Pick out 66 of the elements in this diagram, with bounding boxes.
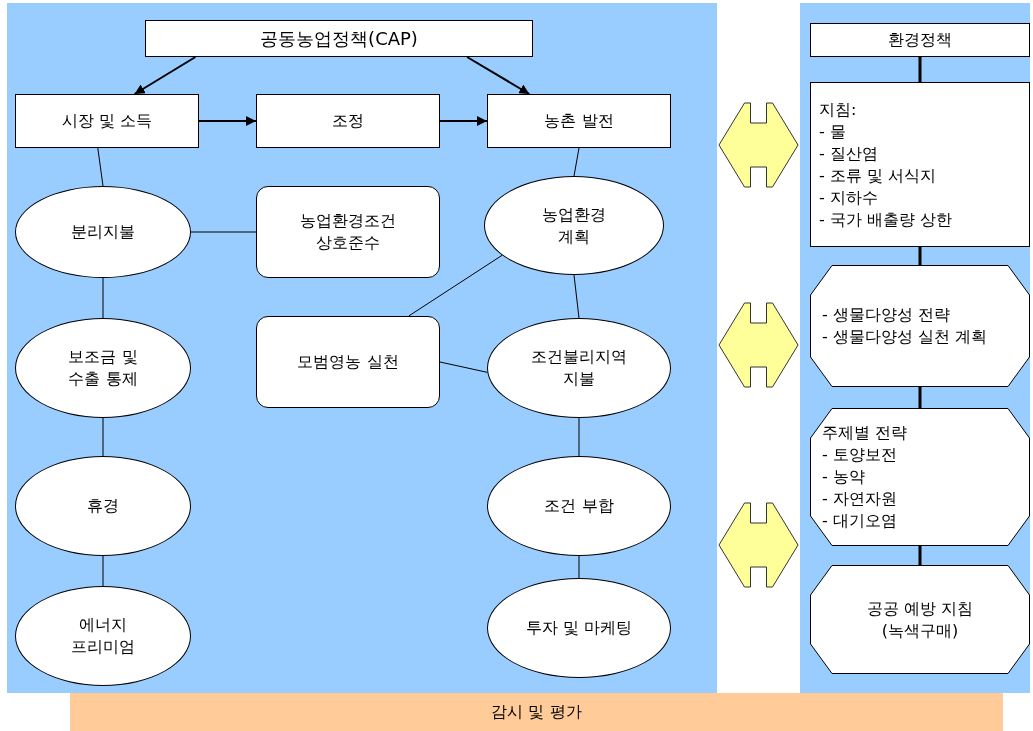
connector-line (918, 57, 922, 82)
box-label: 농업환경조건 상호준수 (299, 210, 397, 254)
list-item: - 국가 배출량 상한 (819, 208, 953, 231)
policy-box (810, 23, 1030, 57)
octagon-box (810, 408, 1030, 546)
box-label: 공공 예방 지침 (녹색구매) (865, 597, 975, 642)
connector-line (578, 417, 580, 457)
connector-line (408, 254, 503, 317)
box-label: 감시 및 평가 (491, 701, 582, 723)
connector-line (918, 247, 922, 265)
connector-line (578, 555, 580, 579)
rounded-box (256, 186, 440, 278)
process-box (487, 94, 671, 148)
list-item: 주제별 전략 (822, 422, 908, 444)
box-label: 조정 (332, 110, 364, 132)
box-label: 휴경 (87, 495, 119, 517)
arrow (133, 56, 197, 95)
process-box (15, 94, 199, 148)
box-label: 모범영농 실천 (297, 351, 399, 373)
directive-box (810, 82, 1030, 247)
connector-line (573, 147, 580, 177)
box-label: 농촌 발전 (544, 110, 614, 132)
arrow (466, 56, 531, 95)
connector-line (102, 277, 104, 319)
panel-background (800, 3, 1030, 693)
arrow (198, 116, 257, 126)
box-label: 공동농업정책(CAP) (260, 27, 418, 50)
list-item: - 자연자원 (822, 488, 897, 510)
box-label: 농업환경 계획 (541, 203, 607, 248)
box-label: 투자 및 마케팅 (525, 617, 633, 639)
connector-line (439, 361, 488, 373)
box-label: 조건불리지역 지불 (530, 346, 628, 390)
connector-line (102, 417, 104, 457)
box-label: 조건 부합 (544, 495, 614, 517)
box-label: 보조금 및 수출 통제 (67, 346, 139, 390)
list-item: - 토양보전 (822, 444, 897, 466)
panel-background (7, 3, 717, 693)
double-arrow (718, 502, 799, 588)
box-label: 환경정책 (888, 29, 952, 51)
box-label: 분리지불 (71, 221, 135, 243)
list-item: - 농약 (822, 466, 865, 488)
octagon-box (810, 565, 1030, 674)
octagon-box (810, 265, 1030, 387)
box-label: 에너지 프리미엄 (70, 614, 136, 658)
connector-line (97, 147, 104, 187)
list-item: - 물 (819, 120, 846, 143)
box-label: 시장 및 소득 (61, 110, 153, 132)
list-heading: 지침: (819, 98, 857, 121)
connector-line (918, 546, 922, 565)
evaluation-band (70, 693, 1003, 731)
connector-line (190, 231, 257, 233)
arrow (439, 116, 488, 126)
double-arrow (718, 102, 799, 188)
connector-line (918, 387, 922, 408)
list-item: - 조류 및 서식지 (819, 164, 937, 187)
list-item: - 지하수 (819, 186, 878, 209)
list-item: - 생물다양성 실천 계획 (822, 326, 988, 348)
process-box (256, 94, 440, 148)
connector-line (102, 555, 104, 587)
double-arrow (718, 302, 799, 388)
list-item: - 질산염 (819, 142, 878, 165)
list-item: - 생물다양성 전략 (822, 304, 950, 326)
list-item: - 대기오염 (822, 510, 897, 532)
rounded-box (256, 316, 440, 408)
connector-line (573, 274, 580, 319)
policy-box (145, 20, 533, 57)
